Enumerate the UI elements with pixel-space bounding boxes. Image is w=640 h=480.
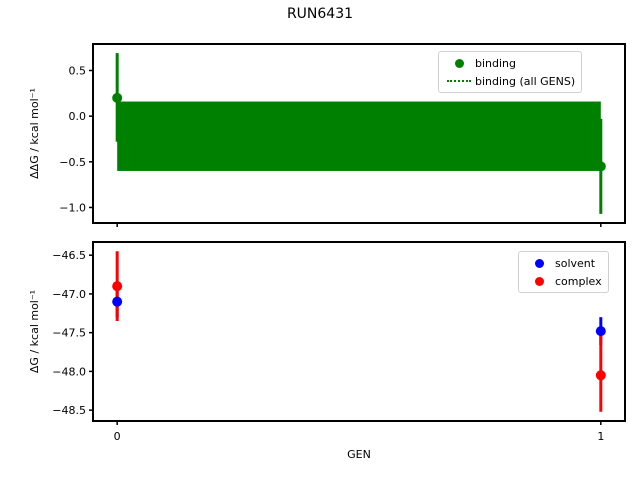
y-tick-label: −47.5: [52, 327, 86, 340]
legend-label-binding: binding: [475, 56, 517, 70]
data-point-solvent: [112, 296, 123, 307]
legend-item-binding-all-gens: binding (all GENS): [443, 72, 575, 90]
y-tick-label: −48.5: [52, 404, 86, 417]
y-tick-label: −47.0: [52, 288, 86, 301]
x-axis-label: GEN: [347, 448, 371, 461]
legend-line-binding-all-gens: [447, 80, 471, 82]
legend-top: binding binding (all GENS): [438, 51, 583, 93]
y-tick-label: −46.5: [52, 249, 86, 262]
legend-label-binding-all-gens: binding (all GENS): [475, 74, 576, 88]
legend-label-complex: complex: [555, 274, 602, 288]
data-point-solvent: [595, 326, 606, 337]
y-tick-label: 0.5: [69, 64, 87, 77]
data-point-complex: [595, 370, 606, 381]
data-point-binding: [112, 92, 123, 103]
legend-label-solvent: solvent: [555, 256, 596, 270]
x-tick-label: 0: [114, 430, 121, 443]
figure-title: RUN6431: [286, 6, 354, 22]
y-tick-label: −1.0: [59, 201, 86, 214]
y-tick-label: −0.5: [59, 156, 86, 169]
y-axis-label-top: ΔΔG / kcal mol⁻¹: [28, 88, 41, 179]
legend-bottom: solvent complex: [518, 251, 609, 293]
legend-item-solvent: solvent: [523, 254, 602, 272]
legend-marker-complex: [534, 276, 544, 286]
axes-frame-bottom: [92, 241, 626, 422]
data-point-binding: [595, 161, 606, 172]
legend-item-binding: binding: [443, 54, 575, 72]
data-point-complex: [112, 281, 123, 292]
legend-marker-binding: [454, 58, 464, 68]
y-tick-label: 0.0: [69, 110, 87, 123]
fill-band-binding-all-gens-: [117, 101, 601, 171]
legend-marker-solvent: [534, 258, 544, 268]
x-tick-label: 1: [597, 430, 604, 443]
axes-frame-top: [92, 43, 626, 224]
legend-item-complex: complex: [523, 272, 602, 290]
y-axis-label-bottom: ΔG / kcal mol⁻¹: [28, 290, 41, 373]
y-tick-label: −48.0: [52, 365, 86, 378]
